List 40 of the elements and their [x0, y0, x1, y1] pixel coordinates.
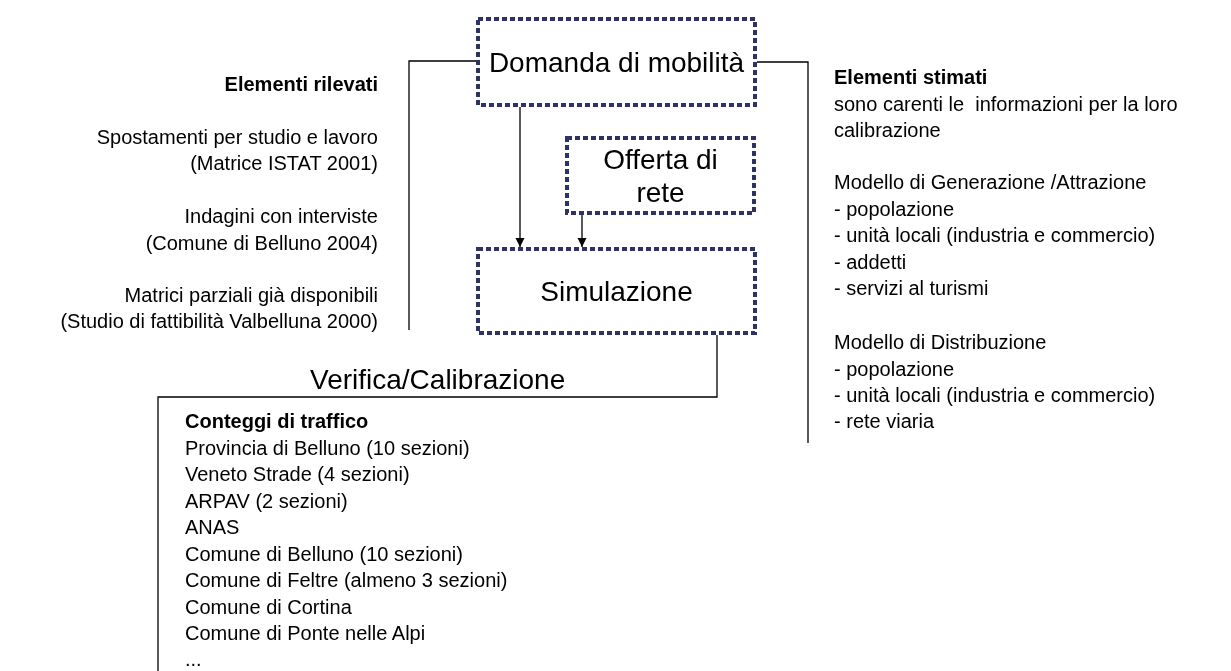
- bracket-line: [408, 60, 477, 331]
- body-text: (Comune di Belluno 2004): [145, 231, 378, 255]
- section-heading: Conteggi di traffico: [185, 409, 369, 434]
- body-text: - unità locali (industria e commercio): [834, 223, 1157, 248]
- body-text: ANAS: [185, 515, 240, 540]
- box-label: Domanda di mobilità: [487, 45, 746, 79]
- body-text: - popolazione: [834, 197, 956, 222]
- body-text: Provincia di Belluno (10 sezioni): [185, 436, 470, 461]
- body-text: Comune di Cortina: [185, 595, 352, 620]
- process-box: [476, 17, 757, 107]
- section-heading: Elementi rilevati: [224, 72, 378, 96]
- body-text: Modello di Distribuzione: [834, 330, 1048, 355]
- process-box: [565, 136, 756, 215]
- bracket-line: [157, 334, 718, 671]
- process-box: [476, 247, 757, 335]
- body-text: - servizi al turismi: [834, 276, 990, 301]
- body-text: Indagini con interviste: [184, 204, 378, 228]
- arrow: [515, 106, 525, 248]
- body-text: (Studio di fattibilità Valbelluna 2000): [60, 309, 378, 333]
- body-text: - popolazione: [834, 357, 956, 382]
- body-text: (Matrice ISTAT 2001): [190, 151, 378, 175]
- body-text: ...: [185, 647, 202, 671]
- arrow: [577, 214, 587, 248]
- body-text: ARPAV (2 sezioni): [185, 489, 348, 514]
- body-text: Matrici parziali già disponibili: [124, 283, 378, 307]
- box-label: Offerta di rete: [602, 142, 719, 209]
- body-text: - rete viaria: [834, 409, 936, 434]
- bracket-line: [756, 61, 809, 444]
- body-text: Veneto Strade (4 sezioni): [185, 462, 410, 487]
- body-text: Comune di Ponte nelle Alpi: [185, 621, 426, 646]
- body-text: sono carenti le informazioni per la loro calibrazione: [834, 92, 1179, 143]
- section-title: Verifica/Calibrazione: [310, 364, 566, 396]
- body-text: - unità locali (industria e commercio): [834, 383, 1157, 408]
- body-text: Modello di Generazione /Attrazione: [834, 170, 1148, 195]
- box-label: Simulazione: [539, 274, 694, 308]
- section-heading: Elementi stimati: [834, 65, 989, 90]
- body-text: Spostamenti per studio e lavoro: [96, 125, 378, 149]
- body-text: Comune di Belluno (10 sezioni): [185, 542, 463, 567]
- body-text: - addetti: [834, 250, 908, 275]
- body-text: Comune di Feltre (almeno 3 sezioni): [185, 568, 508, 593]
